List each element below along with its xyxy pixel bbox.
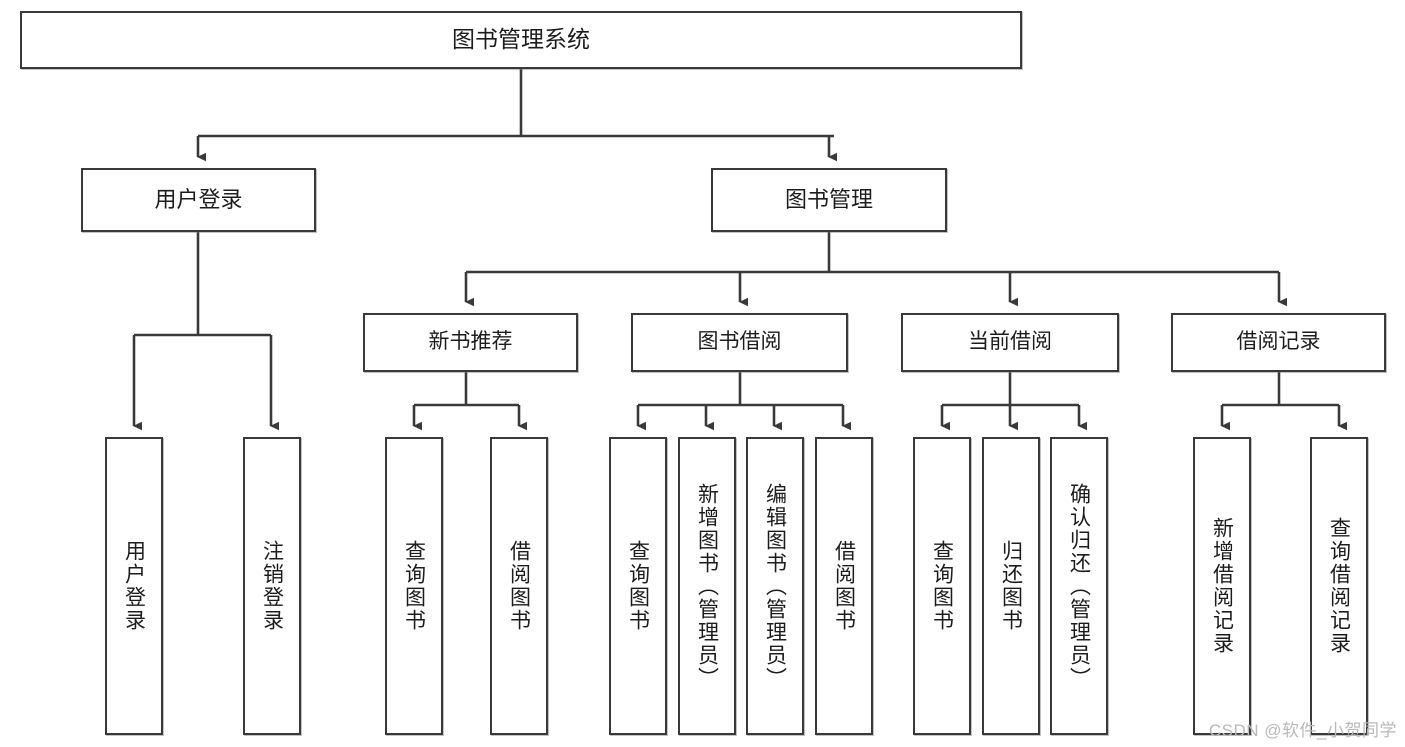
leaf-book-borrow-add-book-admin[interactable]: 新增图书（管理员） <box>678 437 736 735</box>
node-root-book-management-system[interactable]: 图书管理系统 <box>20 11 1022 69</box>
node-label: 图书管理系统 <box>452 26 590 53</box>
node-label: 新增借阅记录 <box>1210 517 1234 655</box>
node-label: 新增图书（管理员） <box>695 482 719 690</box>
leaf-current-borrow-return-book[interactable]: 归还图书 <box>982 437 1040 735</box>
leaf-current-borrow-query-book[interactable]: 查询图书 <box>913 437 971 735</box>
node-label: 注销登录 <box>260 540 284 632</box>
node-book-management[interactable]: 图书管理 <box>711 168 947 232</box>
node-new-book-recommend[interactable]: 新书推荐 <box>363 313 578 372</box>
leaf-borrow-record-add-record[interactable]: 新增借阅记录 <box>1193 437 1251 735</box>
leaf-borrow-record-query-record[interactable]: 查询借阅记录 <box>1310 437 1368 735</box>
leaf-user-login-login[interactable]: 用户登录 <box>105 437 163 735</box>
node-borrow-record[interactable]: 借阅记录 <box>1171 313 1386 372</box>
node-label: 归还图书 <box>999 540 1023 632</box>
node-label: 查询图书 <box>930 540 954 632</box>
leaf-book-borrow-borrow-book[interactable]: 借阅图书 <box>815 437 873 735</box>
node-label: 用户登录 <box>154 187 243 213</box>
watermark-text: CSDN @软件_小贺同学 <box>1208 721 1397 740</box>
node-label: 新书推荐 <box>428 330 513 354</box>
node-label: 编辑图书（管理员） <box>763 482 787 690</box>
node-book-borrow[interactable]: 图书借阅 <box>631 313 848 372</box>
node-label: 当前借阅 <box>968 330 1052 354</box>
node-label: 借阅图书 <box>507 540 531 632</box>
node-label: 用户登录 <box>122 540 146 632</box>
node-label: 图书管理 <box>784 187 873 213</box>
leaf-user-login-logout[interactable]: 注销登录 <box>243 437 301 735</box>
node-label: 查询图书 <box>402 540 426 632</box>
leaf-new-book-borrow-book[interactable]: 借阅图书 <box>490 437 548 735</box>
node-label: 查询图书 <box>626 540 650 632</box>
node-label: 确认归还（管理员） <box>1067 482 1091 690</box>
leaf-new-book-query-book[interactable]: 查询图书 <box>385 437 443 735</box>
leaf-book-borrow-query-book[interactable]: 查询图书 <box>609 437 667 735</box>
leaf-current-borrow-confirm-return-admin[interactable]: 确认归还（管理员） <box>1050 437 1108 735</box>
node-label: 查询借阅记录 <box>1327 517 1351 655</box>
node-label: 借阅图书 <box>832 540 856 632</box>
node-user-login[interactable]: 用户登录 <box>81 168 316 232</box>
leaf-book-borrow-edit-book-admin[interactable]: 编辑图书（管理员） <box>746 437 804 735</box>
node-label: 借阅记录 <box>1236 330 1321 354</box>
node-label: 图书借阅 <box>697 330 782 354</box>
node-current-borrow[interactable]: 当前借阅 <box>901 313 1119 372</box>
